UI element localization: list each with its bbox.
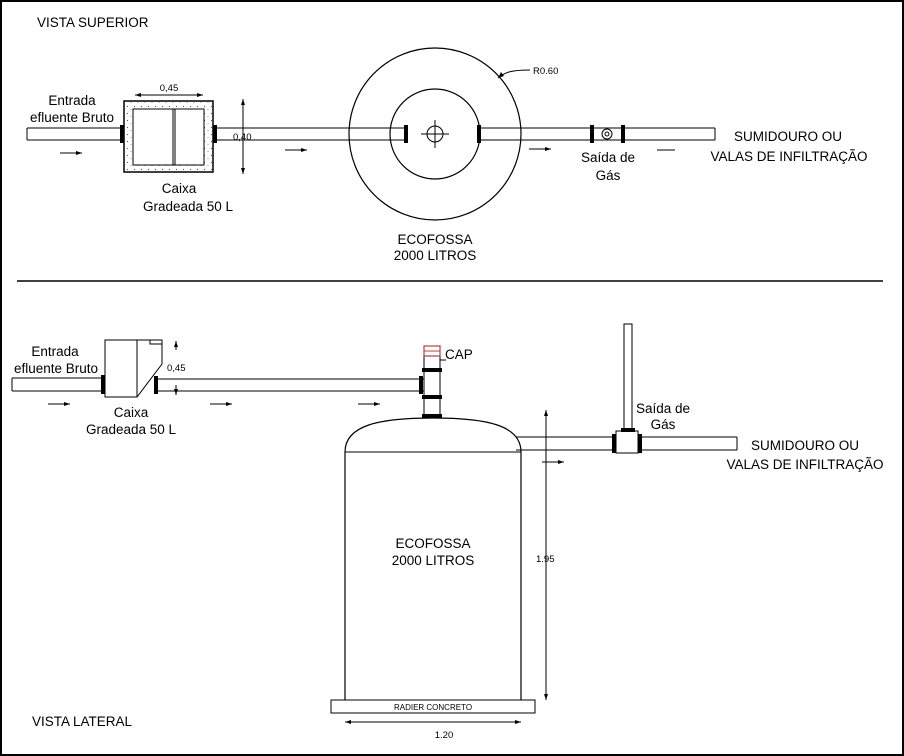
side-cap xyxy=(423,345,441,357)
top-gas-vent-icon xyxy=(601,128,613,140)
top-screen-box xyxy=(123,100,214,173)
side-flow-arrow-4 xyxy=(542,460,564,464)
top-pipe-to-tank xyxy=(213,125,408,143)
top-box-depth: 0,40 xyxy=(233,132,252,143)
top-radius-leader xyxy=(497,69,531,79)
side-gas-vent-pipe xyxy=(615,323,639,454)
side-slab-label: RADIER CONCRETO xyxy=(394,703,472,712)
side-outlet-label-1: SUMIDOURO OU xyxy=(751,438,859,453)
top-box-label-2: Gradeada 50 L xyxy=(143,199,234,214)
side-tank-label-2: 2000 LITROS xyxy=(392,553,475,568)
side-tank-width-dim xyxy=(345,720,521,724)
top-box-width-dim xyxy=(135,93,203,97)
side-box-label-1: Caixa xyxy=(114,405,149,420)
side-gas-label-2: Gás xyxy=(651,417,676,432)
side-screen-box xyxy=(104,339,163,398)
top-tank-radius: R0.60 xyxy=(533,66,558,77)
top-inlet-label-2: efluente Bruto xyxy=(30,110,114,125)
top-outlet-label-2: VALAS DE INFILTRAÇÃO xyxy=(710,149,867,164)
side-tank-label-1: ECOFOSSA xyxy=(395,536,470,551)
top-flow-arrow-1 xyxy=(60,151,82,155)
top-inlet-label-1: Entrada xyxy=(48,93,96,108)
side-flow-arrow-2 xyxy=(210,402,232,406)
top-flow-arrow-2 xyxy=(285,148,307,152)
side-pipe-to-tank xyxy=(154,376,424,394)
side-inlet-label-1: Entrada xyxy=(31,344,79,359)
top-inlet-pipe xyxy=(26,125,124,143)
top-box-depth-dim xyxy=(241,99,245,174)
side-inlet-pipe xyxy=(11,375,105,394)
top-tank-label-2: 2000 LITROS xyxy=(394,248,477,263)
side-tank-width: 1.20 xyxy=(435,730,454,741)
top-box-width: 0,45 xyxy=(160,83,179,94)
side-cap-label: CAP xyxy=(445,347,473,362)
top-outlet-pipe xyxy=(477,125,716,143)
side-inlet-label-2: efluente Bruto xyxy=(14,361,98,376)
side-tee-riser xyxy=(422,347,442,419)
side-box-height: 0,45 xyxy=(167,363,186,374)
side-box-label-2: Gradeada 50 L xyxy=(86,422,177,437)
side-view: Entrada efluente Bruto 0,45 Caixa Gradea… xyxy=(11,323,884,741)
side-flow-arrow-3 xyxy=(358,402,380,406)
top-outlet-label-1: SUMIDOURO OU xyxy=(734,129,842,144)
top-view-title: VISTA SUPERIOR xyxy=(37,15,149,30)
top-flow-arrow-3 xyxy=(529,147,551,151)
top-box-label-1: Caixa xyxy=(162,181,197,196)
top-tank-label-1: ECOFOSSA xyxy=(397,232,472,247)
top-gas-label-2: Gás xyxy=(596,168,621,183)
top-gas-label-1: Saída de xyxy=(581,150,635,165)
side-tank-height-dim xyxy=(544,410,548,700)
top-view: VISTA SUPERIOR Entrada efluente Bruto 0,… xyxy=(26,15,868,263)
top-tank-plan xyxy=(348,47,522,221)
side-view-title: VISTA LATERAL xyxy=(32,714,133,729)
side-concrete-slab xyxy=(330,699,536,714)
side-gas-label-1: Saída de xyxy=(636,401,690,416)
side-flow-arrow-1 xyxy=(48,402,70,406)
side-tank-body xyxy=(344,417,522,700)
side-outlet-label-2: VALAS DE INFILTRAÇÃO xyxy=(726,457,883,472)
side-tank-height: 1.95 xyxy=(536,554,555,565)
